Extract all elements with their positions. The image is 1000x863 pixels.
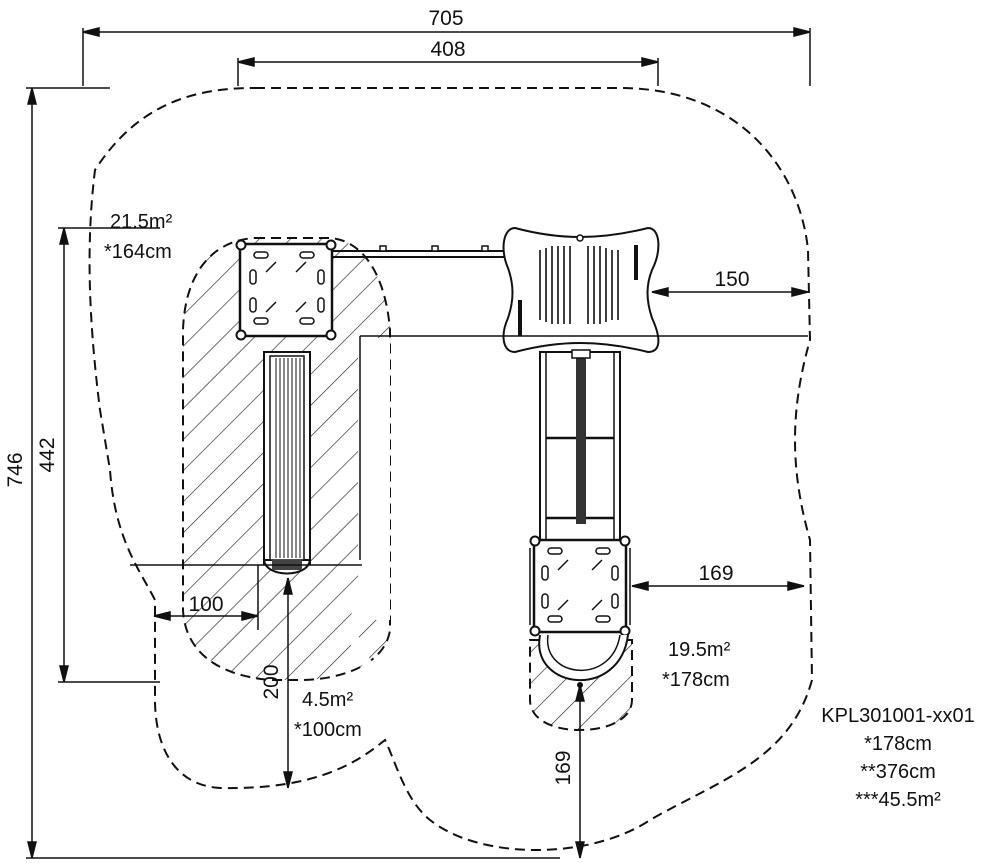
product-height: *178cm <box>864 733 932 755</box>
right-area-label: 19.5m² <box>668 639 731 661</box>
product-area: ***45.5m² <box>855 789 941 811</box>
right-platform <box>529 535 631 637</box>
right-height-label: *178cm <box>662 669 730 691</box>
dim-left-offset <box>130 564 362 630</box>
dim-slide-offset <box>283 577 293 789</box>
slide-offset-label: 200 <box>260 664 283 699</box>
climbing-section <box>539 349 621 541</box>
main-area-label: 21.5m² <box>110 211 173 233</box>
dim-overall-width <box>82 27 811 86</box>
inner-width-label: 408 <box>430 38 465 61</box>
inner-height-label: 442 <box>36 437 59 472</box>
slide-height-label: *100cm <box>294 719 362 741</box>
slide-area-label: 4.5m² <box>302 689 353 711</box>
left-offset-label: 100 <box>188 593 223 616</box>
product-code: KPL301001-xx01 <box>821 705 974 727</box>
main-height-label: *164cm <box>104 241 172 263</box>
overall-height-label: 746 <box>4 452 27 487</box>
dim-right-mid <box>631 581 805 591</box>
product-length: **376cm <box>860 761 936 783</box>
dim-right-top <box>359 287 809 560</box>
bridge <box>332 245 505 258</box>
right-top-offset-label: 150 <box>714 268 749 291</box>
dim-bottom-offset <box>575 684 585 859</box>
left-platform <box>235 239 337 341</box>
dim-inner-height <box>58 227 160 683</box>
slide <box>262 351 312 575</box>
bottom-offset-label: 169 <box>552 750 575 785</box>
curved-exit <box>538 634 629 688</box>
dim-inner-width <box>237 57 659 86</box>
overall-width-label: 705 <box>428 7 463 30</box>
right-mid-offset-label: 169 <box>698 562 733 585</box>
right-roof <box>502 226 660 354</box>
dim-overall-height <box>26 87 560 859</box>
